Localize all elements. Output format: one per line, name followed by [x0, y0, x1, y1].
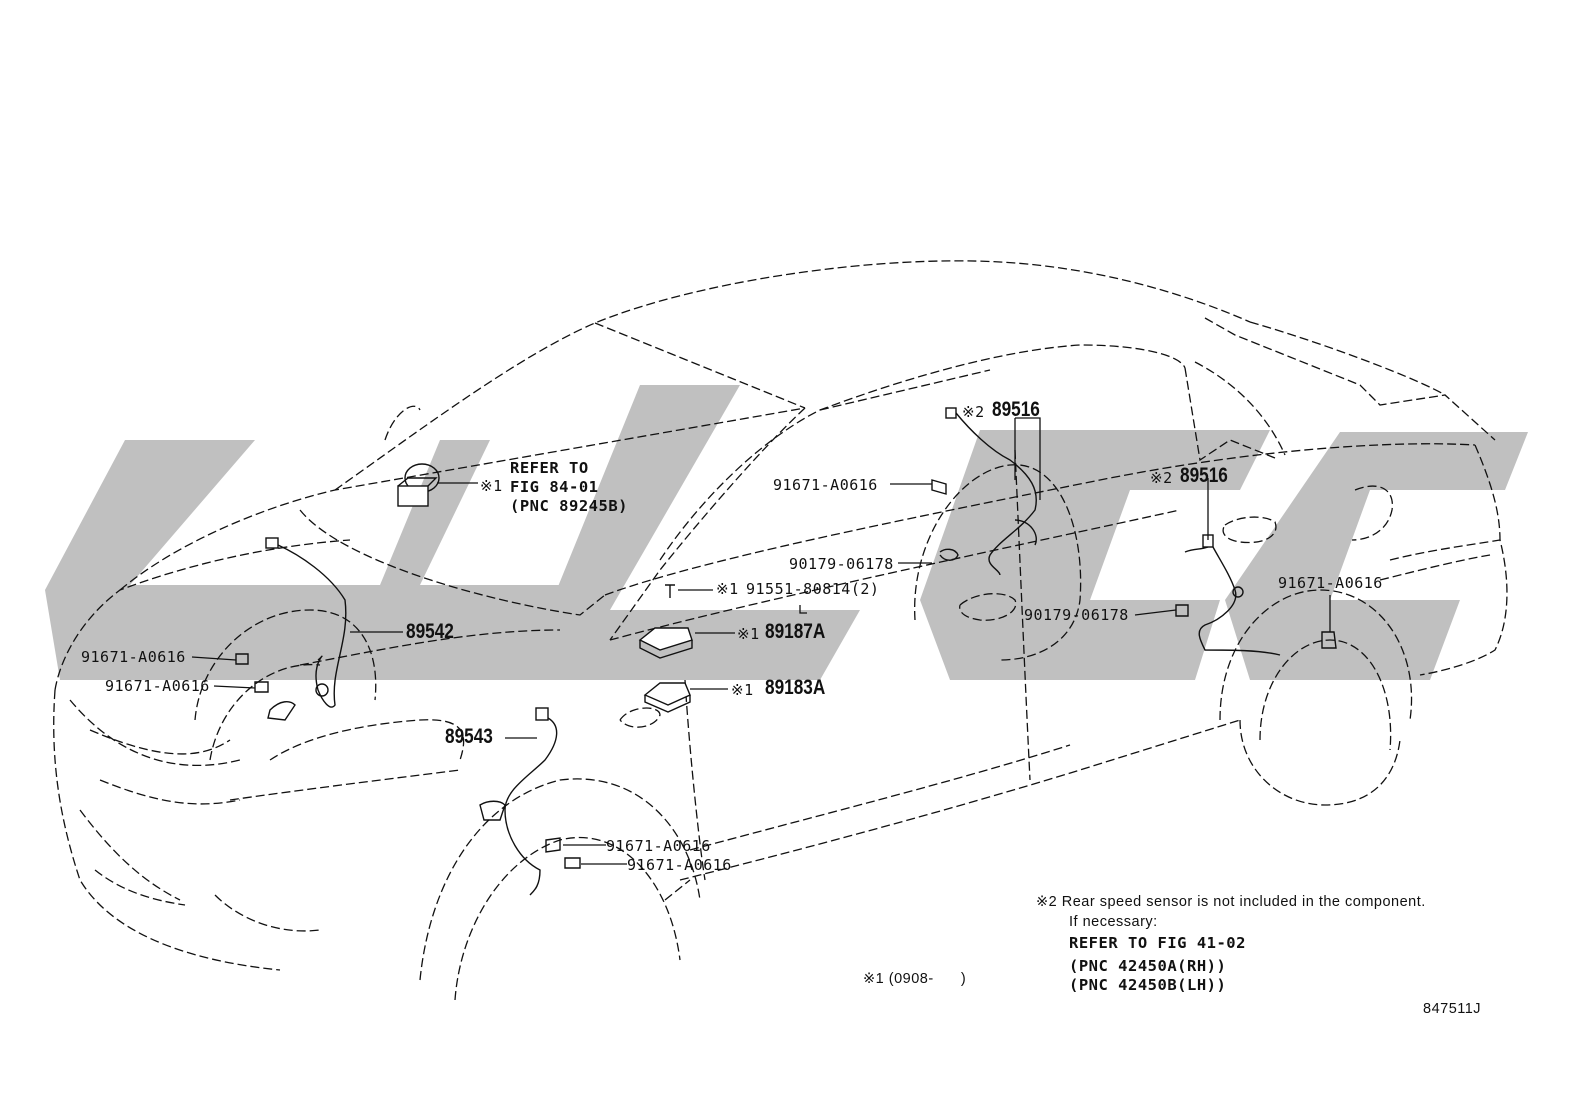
- component-drawings: [235, 407, 1337, 896]
- part-91671-fl2-label: 91671-A0616: [105, 677, 210, 695]
- leader-lines: [191, 417, 1331, 865]
- sensor-89183a-icon: [643, 682, 691, 713]
- front-sensor-89542-icon: [265, 537, 347, 721]
- rear-sensor-89516b-icon: [1184, 534, 1281, 656]
- part-89516-right-label: 89516: [1180, 464, 1228, 487]
- note-date-range: ※1 (0908- ): [863, 971, 967, 987]
- note-pnc-rh: (PNC 42450A(RH)): [1069, 957, 1227, 975]
- watermark-logo: [45, 385, 1528, 680]
- note-rear-sensor: ※2 Rear speed sensor is not included in …: [1036, 894, 1426, 910]
- refer-fig-84-line3: (PNC 89245B): [510, 497, 628, 515]
- front-sensor-89543-icon: [479, 707, 558, 896]
- part-90179-mid-label: 90179-06178: [1024, 606, 1129, 624]
- figure-id: 847511J: [1423, 1001, 1482, 1017]
- mark-1-91551: ※1: [716, 580, 739, 598]
- mark-1-89187a: ※1: [737, 625, 760, 643]
- refer-fig-84-line1: REFER TO: [510, 459, 589, 477]
- part-91671-right-label: 91671-A0616: [1278, 574, 1383, 592]
- part-89183a-label: 89183A: [765, 676, 826, 699]
- part-91551-label: 91551-80814(2): [746, 580, 880, 598]
- part-91671-front1-label: 91671-A0616: [606, 837, 711, 855]
- mark-2-89516-right: ※2: [1150, 469, 1173, 487]
- mark-2-89516-top: ※2: [962, 403, 985, 421]
- part-91671-front2-label: 91671-A0616: [627, 856, 732, 874]
- note-if-necessary: If necessary:: [1069, 914, 1158, 930]
- bolt-icon-group: [235, 479, 1337, 869]
- part-89542-label: 89542: [406, 620, 454, 643]
- part-91671-fl1-label: 91671-A0616: [81, 648, 186, 666]
- airbag-sensor-icon: [397, 463, 440, 507]
- rear-sensor-89516a-icon: [945, 407, 1037, 576]
- part-89543-label: 89543: [445, 725, 493, 748]
- sensor-89187a-icon: [638, 627, 693, 659]
- part-89187a-label: 89187A: [765, 620, 826, 643]
- mark-1-89183a: ※1: [731, 681, 754, 699]
- refer-fig-84-line2: FIG 84-01: [510, 478, 599, 496]
- part-90179-top-label: 90179-06178: [789, 555, 894, 573]
- mark-1-airbag: ※1: [480, 477, 503, 495]
- note-pnc-lh: (PNC 42450B(LH)): [1069, 976, 1227, 994]
- note-refer-fig-41: REFER TO FIG 41-02: [1069, 934, 1246, 952]
- part-91671-door-label: 91671-A0616: [773, 476, 878, 494]
- part-89516-top-label: 89516: [992, 398, 1040, 421]
- sedan-outline: [53, 260, 1508, 1001]
